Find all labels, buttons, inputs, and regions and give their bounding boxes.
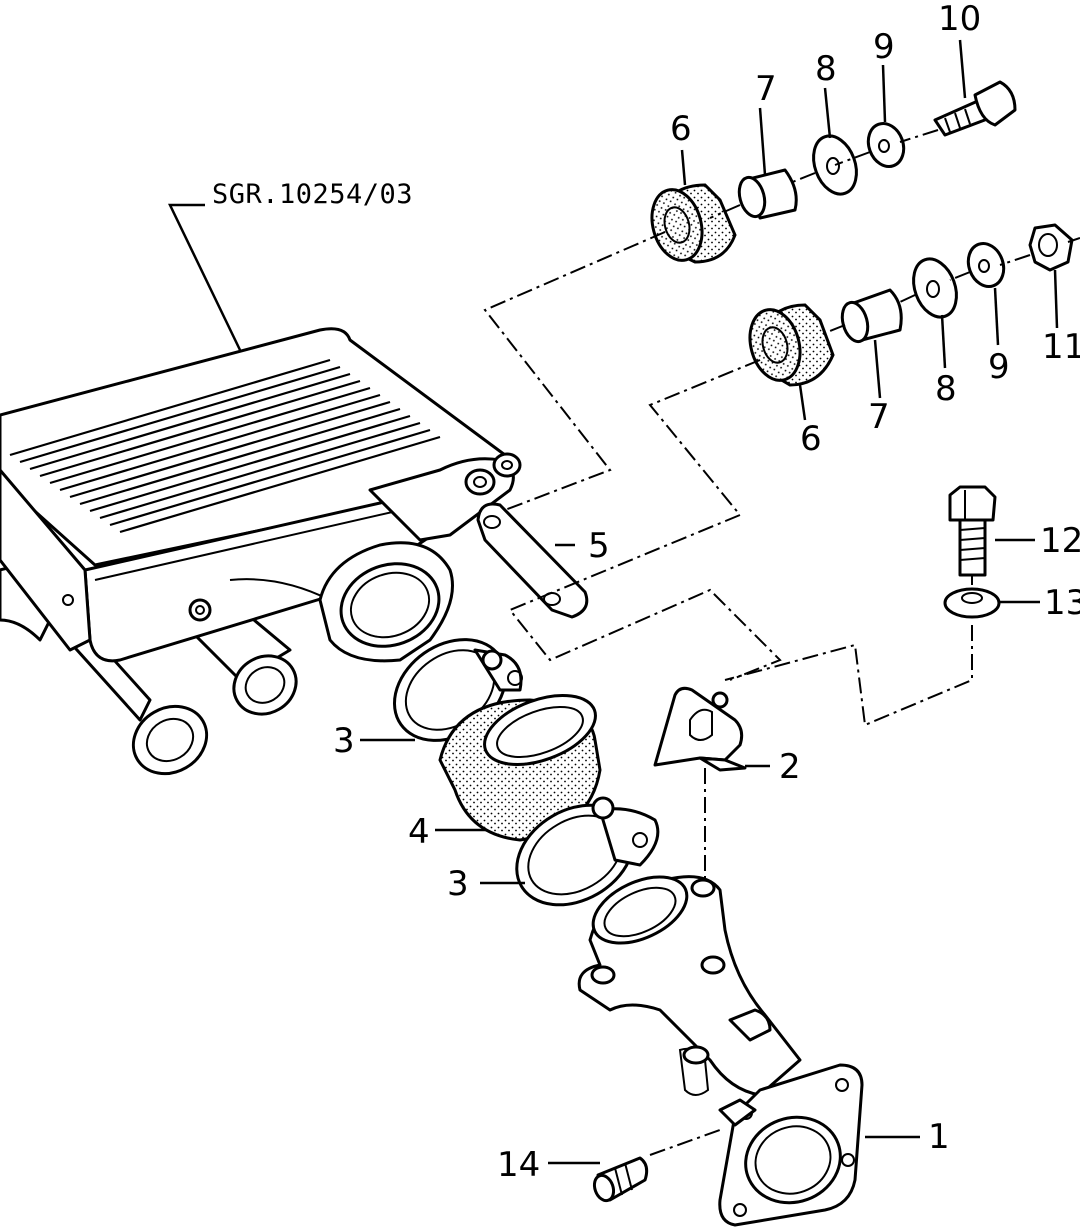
callout-10: 10	[938, 0, 981, 39]
plug-14-path	[649, 1129, 721, 1156]
callout-7-lower: 7	[868, 397, 890, 437]
lower-mount-stack	[508, 223, 1080, 681]
part-9-upper-washer	[866, 122, 906, 168]
callout-9-upper: 9	[873, 27, 895, 67]
callout-3-lower: 3	[447, 864, 469, 904]
part-1-intake-pipe	[577, 875, 864, 1227]
bolt-12-path	[724, 575, 973, 727]
callout-11: 11	[1042, 327, 1080, 367]
callout-1: 1	[928, 1117, 950, 1157]
callout-9-lower: 9	[988, 347, 1010, 387]
part-2-mount-bracket	[653, 686, 747, 772]
callout-2: 2	[779, 747, 801, 787]
callout-14: 14	[497, 1145, 540, 1185]
part-7-upper-sleeve	[737, 168, 798, 220]
part-9-lower-washer	[966, 242, 1006, 288]
intercooler-drawing	[0, 327, 522, 776]
reference-leader	[168, 203, 242, 351]
callout-3-upper: 3	[333, 721, 355, 761]
part-5-link-plate	[476, 502, 589, 619]
callout-12: 12	[1040, 521, 1080, 561]
part-11-nut	[1028, 223, 1074, 272]
part-8-lower-washer	[912, 257, 958, 319]
callout-6-upper: 6	[670, 109, 692, 149]
part-4-hose	[438, 694, 602, 842]
part-13-washer	[943, 587, 1001, 619]
callout-6-lower: 6	[800, 419, 822, 459]
callout-5: 5	[588, 526, 610, 566]
part-7-lower-sleeve	[840, 288, 903, 344]
part-10-bolt	[933, 80, 1017, 137]
part-3-lower-clamp	[515, 796, 660, 907]
callout-13: 13	[1044, 583, 1080, 623]
callout-4: 4	[408, 812, 430, 852]
part-6-lower-grommet	[748, 303, 835, 387]
callout-7-upper: 7	[755, 69, 777, 109]
part-12-bolt	[948, 485, 997, 577]
upper-mount-stack	[483, 80, 1017, 511]
callout-leaders	[360, 39, 1059, 1165]
intercooler-fins	[9, 358, 441, 534]
part-14-plug	[592, 1156, 649, 1203]
callout-8-lower: 8	[935, 369, 957, 409]
part-6-upper-grommet	[650, 183, 737, 264]
callout-8-upper: 8	[815, 49, 837, 89]
reference-code: SGR.10254/03	[212, 179, 413, 210]
